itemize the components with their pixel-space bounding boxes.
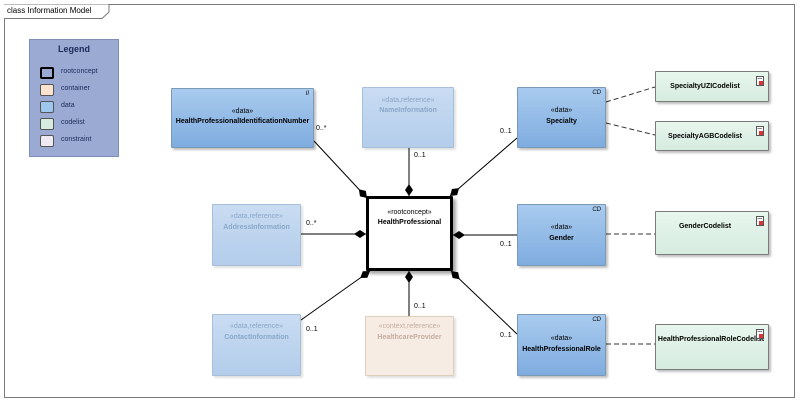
- datatype-tag: CD: [592, 207, 601, 213]
- diagram-title: class Information Model: [7, 6, 92, 15]
- multiplicity-address: 0..*: [306, 220, 317, 227]
- class-gender[interactable]: CD «data» Gender: [517, 204, 606, 266]
- legend-swatch: [40, 101, 54, 113]
- legend-label: data: [61, 102, 75, 109]
- class-name: HealthProfessionalIdentificationNumber: [175, 118, 310, 125]
- assoc-contact: [300, 270, 371, 321]
- class-name: HealthProfessionalRole: [522, 346, 601, 353]
- codelist-specialty-agb[interactable]: SpecialtyAGBCodelist: [655, 121, 769, 151]
- legend-swatch: [40, 118, 54, 130]
- class-name: ContactInformation: [224, 334, 289, 341]
- multiplicity-gender: 0..1: [500, 241, 512, 248]
- codelist-specialty-uzi[interactable]: SpecialtyUZICodelist: [655, 71, 769, 102]
- codelist-name: SpecialtyUZICodelist: [670, 83, 740, 90]
- assoc-specialty: [449, 137, 518, 197]
- legend-swatch: [40, 135, 54, 147]
- class-name: AddressInformation: [223, 224, 290, 231]
- multiplicity-contact: 0..1: [306, 326, 318, 333]
- diagram-frame-tab: [4, 4, 110, 19]
- legend-swatch: [40, 84, 54, 96]
- class-name: Gender: [549, 235, 574, 242]
- dep-specialty-agb: [605, 122, 656, 136]
- class-name: NameInformation: [379, 107, 437, 114]
- multiplicity-hpid: 0..*: [316, 125, 327, 132]
- document-icon: [756, 126, 764, 136]
- class-name: HealthcareProvider: [377, 334, 442, 341]
- codelist-gender[interactable]: GenderCodelist: [655, 211, 769, 255]
- class-contact-information[interactable]: «data,reference» ContactInformation: [212, 314, 301, 376]
- codelist-health-professional-role[interactable]: HealthProfessionalRoleCodelist: [655, 324, 769, 370]
- class-specialty[interactable]: CD «data» Specialty: [517, 87, 606, 148]
- document-icon: [756, 76, 764, 86]
- datatype-tag: II: [305, 91, 309, 97]
- multiplicity-provider: 0..1: [414, 303, 426, 310]
- class-stereotype: «data,reference»: [381, 97, 435, 104]
- multiplicity-role: 0..1: [500, 332, 512, 339]
- document-icon: [756, 216, 764, 226]
- codelist-name: SpecialtyAGBCodelist: [668, 132, 742, 140]
- class-stereotype: «data»: [550, 224, 573, 231]
- legend-swatch: [40, 67, 54, 79]
- legend: Legend rootconcept container data codeli…: [29, 39, 119, 157]
- legend-label: container: [61, 85, 90, 92]
- legend-title: Legend: [57, 44, 90, 54]
- class-name-information[interactable]: «data,reference» NameInformation: [362, 87, 454, 148]
- class-healthcare-provider[interactable]: «context,reference» HealthcareProvider: [365, 316, 454, 376]
- diagram-frame: [4, 4, 795, 398]
- datatype-tag: CD: [592, 317, 601, 323]
- multiplicity-specialty: 0..1: [500, 128, 512, 135]
- codelist-name: HealthProfessionalRoleCodelist: [657, 335, 765, 343]
- legend-label: constraint: [61, 136, 92, 143]
- multiplicity-nameinfo: 0..1: [414, 152, 426, 159]
- class-stereotype: «data»: [231, 108, 254, 115]
- document-icon: [756, 329, 764, 339]
- legend-label: rootconcept: [61, 68, 98, 75]
- class-stereotype: «rootconcept»: [387, 209, 432, 216]
- assoc-hpid: [313, 140, 368, 199]
- class-address-information[interactable]: «data,reference» AddressInformation: [212, 204, 301, 266]
- class-stereotype: «data»: [550, 335, 573, 342]
- class-health-professional[interactable]: «rootconcept» HealthProfessional: [366, 196, 453, 271]
- datatype-tag: CD: [592, 90, 601, 96]
- assoc-role: [450, 270, 518, 335]
- class-stereotype: «data,reference»: [230, 213, 283, 220]
- class-name: Specialty: [546, 118, 577, 125]
- class-stereotype: «data,reference»: [230, 323, 283, 330]
- codelist-name: GenderCodelist: [678, 222, 732, 230]
- class-health-professional-identification-number[interactable]: II «data» HealthProfessionalIdentificati…: [171, 88, 314, 148]
- legend-label: codelist: [61, 119, 85, 126]
- class-stereotype: «data»: [550, 107, 573, 114]
- dep-specialty-uzi: [605, 86, 656, 103]
- class-name: HealthProfessional: [377, 219, 442, 226]
- class-stereotype: «context,reference»: [378, 323, 441, 330]
- class-health-professional-role[interactable]: CD «data» HealthProfessionalRole: [517, 314, 606, 376]
